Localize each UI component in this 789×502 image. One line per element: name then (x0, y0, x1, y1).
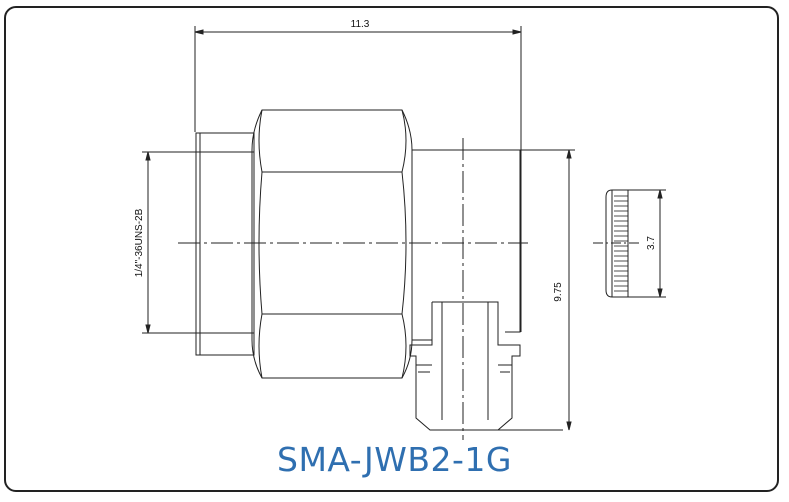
dim-height: 9.75 (520, 149, 575, 431)
coupling-body (195, 132, 255, 356)
dim-overall-length: 11.3 (194, 19, 522, 332)
end-view: 3.7 (593, 189, 666, 298)
height-label: 9.75 (553, 282, 564, 302)
dim-thread: 1/4"-36UNS-2B (134, 151, 196, 334)
part-number-title: SMA-JWB2-1G (277, 440, 512, 479)
angle-body (409, 149, 563, 431)
hex-nut (251, 109, 413, 379)
thread-label: 1/4"-36UNS-2B (134, 208, 145, 277)
drawing-frame (4, 6, 779, 492)
end-diameter-label: 3.7 (646, 236, 657, 250)
overall-length-label: 11.3 (351, 19, 370, 30)
